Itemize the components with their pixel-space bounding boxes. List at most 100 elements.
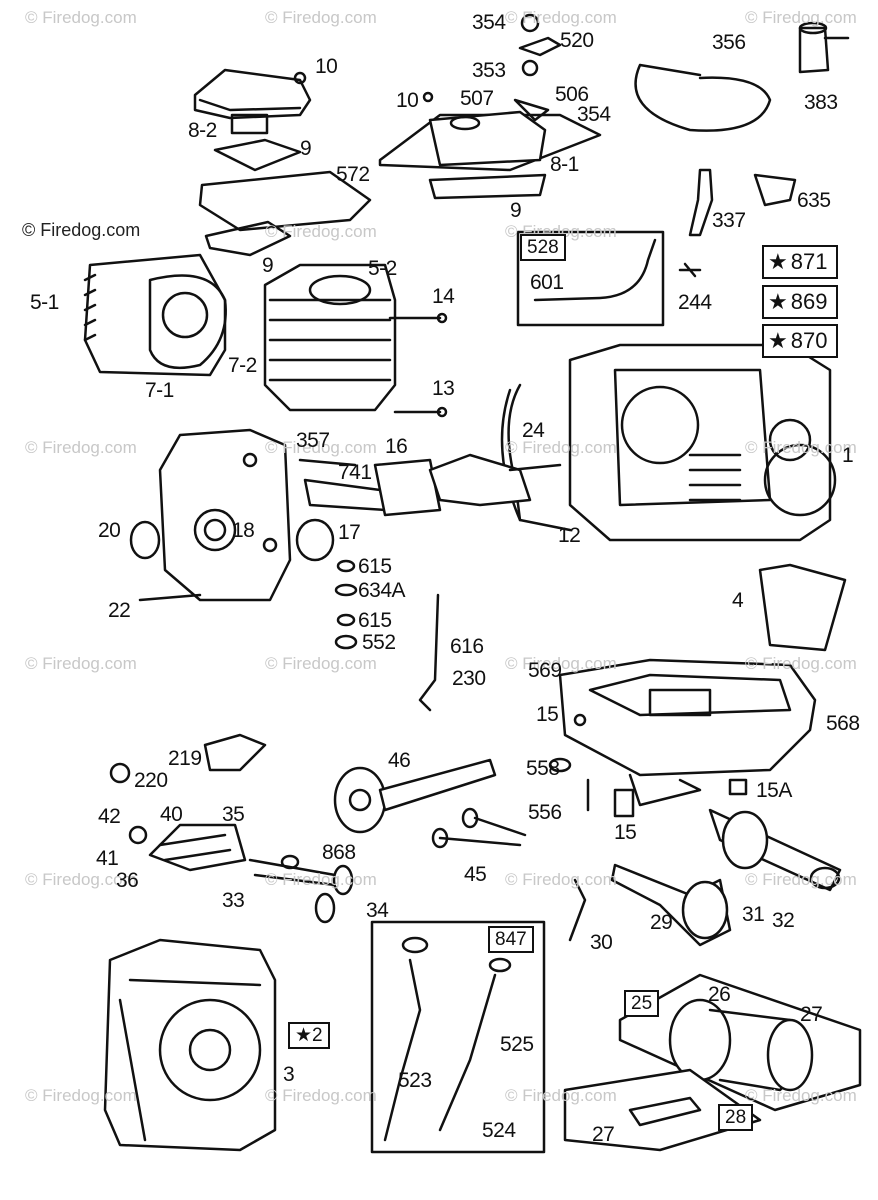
part-label: 383: [804, 91, 838, 114]
part-label: 27: [800, 1003, 823, 1026]
part-label: 40: [160, 803, 183, 826]
part-label: 7-1: [145, 379, 174, 402]
part-label: 230: [452, 667, 486, 690]
part-label: 32: [772, 909, 795, 932]
part-label: 572: [336, 163, 370, 186]
dipstick-box: [370, 920, 546, 1154]
watermark: © Firedog.com: [25, 438, 137, 457]
watermark: © Firedog.com: [25, 870, 137, 889]
camshaft: [333, 758, 497, 834]
part-label: 42: [98, 805, 121, 828]
part-label: 635: [797, 189, 831, 212]
star-icon: ★: [768, 249, 788, 274]
watermark: © Firedog.com: [745, 870, 857, 889]
part-label: 870: [790, 328, 828, 353]
watermark: © Firedog.com: [265, 870, 377, 889]
part-label: 35: [222, 803, 245, 826]
box-label: 528: [520, 234, 566, 261]
part-label: 10: [315, 55, 338, 78]
watermark: © Firedog.com: [265, 654, 377, 673]
cover-8-2: [193, 68, 372, 257]
part-label: 13: [432, 377, 455, 400]
spark-plug: [688, 168, 797, 237]
watermark: © Firedog.com: [745, 654, 857, 673]
box-label: 847: [488, 926, 534, 953]
part-label: 45: [464, 863, 487, 886]
watermark: © Firedog.com: [505, 654, 617, 673]
part-label: 18: [232, 519, 255, 542]
valves: [128, 823, 354, 924]
part-label: 3: [283, 1063, 295, 1086]
ignition-wire: [634, 21, 850, 132]
part-label: 17: [338, 521, 361, 544]
watermark: © Firedog.com: [265, 8, 377, 27]
star-icon: ★: [295, 1025, 313, 1046]
part-label: 354: [577, 103, 611, 126]
part-label: 15: [536, 703, 559, 726]
head-5-1: [83, 253, 227, 377]
crankshaft: [298, 453, 562, 517]
star-box: ★870: [762, 324, 838, 358]
part-label: 30: [590, 931, 613, 954]
part-label: 15: [614, 821, 637, 844]
part-label: 520: [560, 29, 594, 52]
part-label: 26: [708, 983, 731, 1006]
star-box: ★871: [762, 245, 838, 279]
part-label: 12: [558, 524, 581, 547]
part-label: 46: [388, 749, 411, 772]
part-label: 868: [322, 841, 356, 864]
watermark: © Firedog.com: [265, 222, 377, 241]
part-label: 615: [358, 609, 392, 632]
watermark: © Firedog.com: [505, 438, 617, 457]
part-label: 22: [108, 599, 131, 622]
star-icon: ★: [768, 289, 788, 314]
part-label: 524: [482, 1119, 516, 1142]
star-icon: ★: [768, 328, 788, 353]
part-label: 41: [96, 847, 119, 870]
part-label: 552: [362, 631, 396, 654]
part-label: 2: [312, 1025, 323, 1046]
part-label: 16: [385, 435, 408, 458]
part-label: 523: [398, 1069, 432, 1092]
part-label: 354: [472, 11, 506, 34]
part-label: 34: [366, 899, 389, 922]
pin-box: [563, 1068, 762, 1152]
part-label: 20: [98, 519, 121, 542]
star-label: ★2: [288, 1022, 330, 1049]
part-label: 14: [432, 285, 455, 308]
part-label: 353: [472, 59, 506, 82]
cylinder-5-2: [263, 263, 448, 418]
part-label: 9: [510, 199, 522, 222]
watermark: © Firedog.com: [25, 654, 137, 673]
box-label: 28: [718, 1104, 754, 1131]
part-label: 569: [528, 659, 562, 682]
part-label: 36: [116, 869, 139, 892]
watermark: © Firedog.com: [505, 870, 617, 889]
watermark: © Firedog.com: [265, 438, 377, 457]
part-label: 244: [678, 291, 712, 314]
watermark: © Firedog.com: [745, 438, 857, 457]
part-label: 27: [592, 1123, 615, 1146]
part-label: 357: [296, 429, 330, 452]
part-label: 507: [460, 87, 494, 110]
part-label: 869: [790, 289, 828, 314]
block-bottom: [103, 938, 277, 1152]
part-label: 5-2: [368, 257, 397, 280]
part-label: 29: [650, 911, 673, 934]
part-label: 356: [712, 31, 746, 54]
part-label: 741: [338, 461, 372, 484]
part-label: 31: [742, 903, 765, 926]
part-label: 556: [528, 801, 562, 824]
part-label: 15A: [756, 779, 792, 802]
part-label: 525: [500, 1033, 534, 1056]
part-label: 601: [530, 271, 564, 294]
watermark: © Firedog.com: [505, 8, 617, 27]
part-label: 337: [712, 209, 746, 232]
part-label: 9: [300, 137, 312, 160]
part-label: 616: [450, 635, 484, 658]
part-label: 568: [826, 712, 860, 735]
sump-cover: [158, 428, 292, 602]
part-label: 8-2: [188, 119, 217, 142]
oil-sump: [558, 658, 817, 807]
part-label: 24: [522, 419, 545, 442]
